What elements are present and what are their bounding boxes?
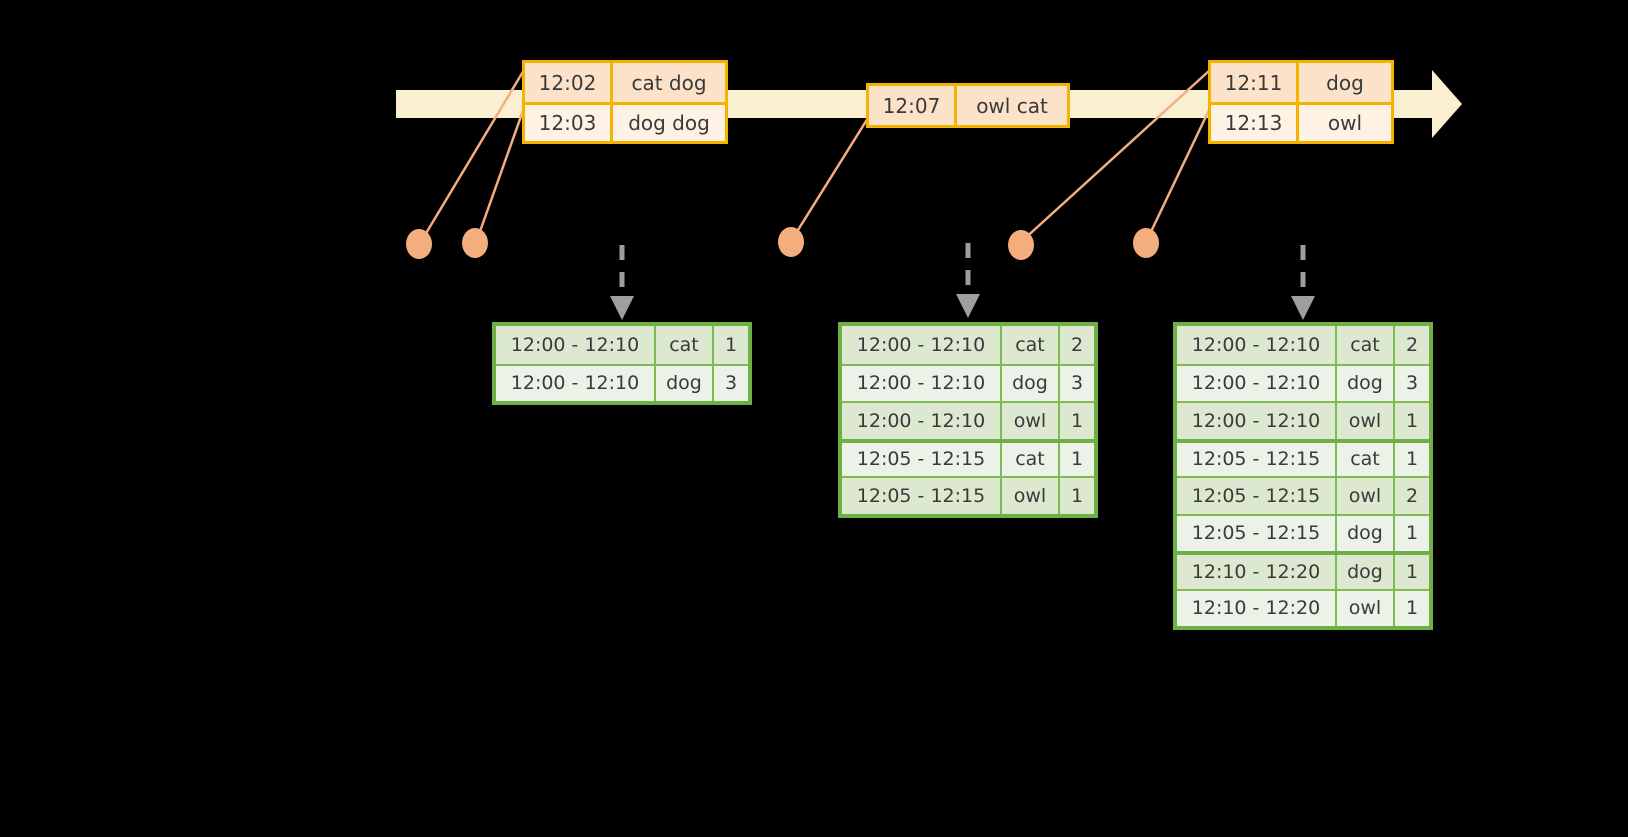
cell-window: 12:05 - 12:15 [842,478,1002,514]
event-dot-3 [778,227,804,257]
cell-window: 12:00 - 12:10 [1177,403,1337,439]
event-box-2[interactable]: 12:07 owl cat [866,83,1070,128]
cell-window: 12:05 - 12:15 [1177,515,1337,551]
cell-window: 12:00 - 12:10 [1177,326,1337,364]
cell-key: owl [1337,590,1395,626]
cell-key: dog [656,365,714,401]
cell-count: 1 [1070,484,1084,507]
event-time: 12:07 [869,86,957,125]
cell-count: 1 [1405,597,1419,620]
cell-count: 1 [1070,448,1084,471]
cell-window: 12:00 - 12:10 [842,326,1002,364]
event-dot-5 [1133,228,1159,258]
event-row[interactable]: 12:11 dog [1211,63,1391,102]
cell-key: owl [1337,478,1395,514]
flow-arrow-head-3 [1291,296,1315,320]
flow-arrow-heads [610,294,1315,320]
connector-line-1 [420,69,526,241]
event-time: 12:03 [525,105,613,141]
cell-key: owl [1337,403,1395,439]
event-value: owl cat [976,93,1048,118]
cell-window: 12:00 - 12:10 [842,365,1002,401]
event-dots [406,227,1159,260]
cell-window: 12:00 - 12:10 [496,326,656,364]
cell-window: 12:10 - 12:20 [1177,555,1337,589]
event-box-3[interactable]: 12:11 dog 12:13 owl [1208,60,1394,144]
cell-key: dog [1002,365,1060,401]
connector-line-5 [1146,107,1212,239]
event-value: owl [1327,111,1363,135]
event-value: dog [1326,70,1364,95]
event-dot-1 [406,229,432,259]
cell-window: 12:00 - 12:10 [1177,365,1337,401]
cell-window: 12:00 - 12:10 [842,403,1002,439]
event-value: cat dog [631,70,707,95]
flow-arrow-head-1 [610,296,634,320]
cell-key: cat [656,326,714,364]
cell-window: 12:00 - 12:10 [496,365,656,401]
cell-count: 1 [1405,560,1419,583]
cell-count: 2 [1405,484,1419,507]
cell-window: 12:10 - 12:20 [1177,590,1337,626]
flow-arrows [619,243,1306,300]
connector-line-3 [791,117,870,239]
flow-arrow-head-2 [956,294,980,318]
event-value: dog dog [628,111,710,135]
cell-count: 1 [1405,448,1419,471]
cell-count: 1 [724,333,738,356]
event-row[interactable]: 12:07 owl cat [869,86,1067,125]
event-row[interactable]: 12:02 cat dog [525,63,725,102]
connector-line-2 [476,107,526,238]
event-time: 12:11 [1211,63,1299,102]
cell-count: 2 [1070,333,1084,356]
cell-key: owl [1002,478,1060,514]
cell-key: cat [1337,326,1395,364]
cell-key: dog [1337,515,1395,551]
cell-count: 3 [1070,372,1084,395]
cell-count: 3 [724,372,738,395]
cell-key: owl [1002,403,1060,439]
cell-window: 12:05 - 12:15 [1177,442,1337,476]
cell-window: 12:05 - 12:15 [842,442,1002,476]
cell-count: 1 [1070,409,1084,432]
cell-key: dog [1337,555,1395,589]
cell-count: 1 [1405,522,1419,545]
event-row[interactable]: 12:03 dog dog [525,102,725,141]
cell-window: 12:05 - 12:15 [1177,478,1337,514]
cell-count: 3 [1405,372,1419,395]
event-dot-4 [1008,230,1034,260]
cell-count: 2 [1405,333,1419,356]
cell-key: cat [1337,442,1395,476]
event-row[interactable]: 12:13 owl [1211,102,1391,141]
cell-key: cat [1002,326,1060,364]
cell-count: 1 [1405,409,1419,432]
event-box-1[interactable]: 12:02 cat dog 12:03 dog dog [522,60,728,144]
event-time: 12:02 [525,63,613,102]
event-time: 12:13 [1211,105,1299,141]
cell-key: cat [1002,442,1060,476]
event-dot-2 [462,228,488,258]
cell-key: dog [1337,365,1395,401]
